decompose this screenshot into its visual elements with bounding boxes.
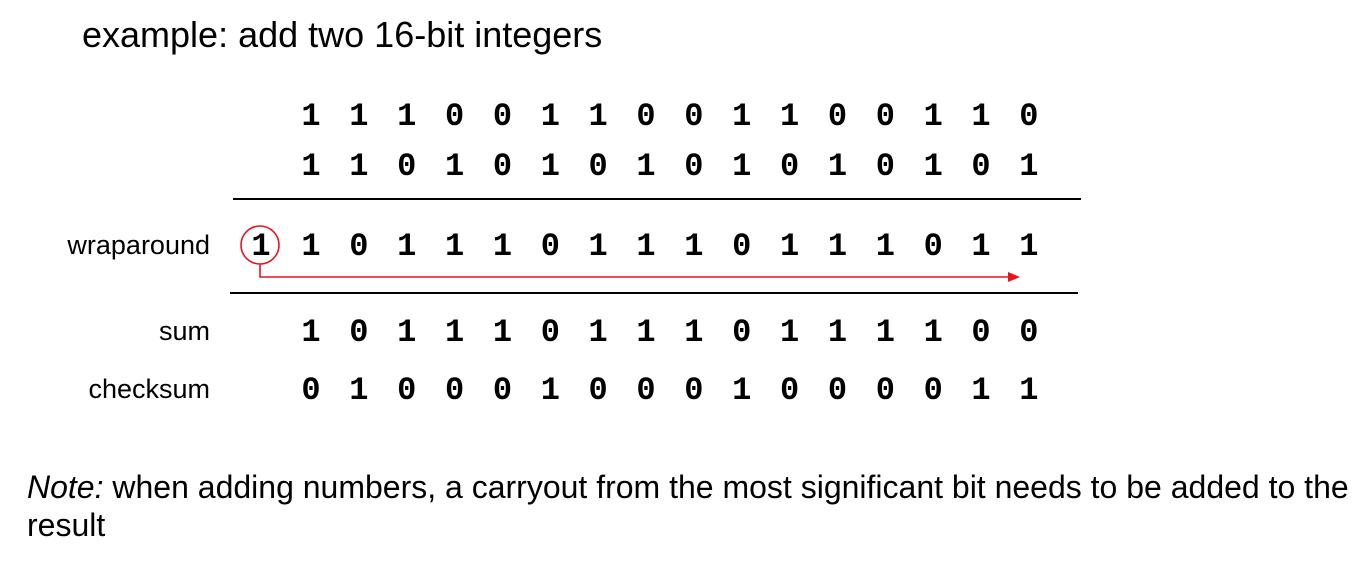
bit: 0: [349, 314, 369, 351]
checksum-label: checksum: [88, 374, 210, 404]
bit: 0: [684, 148, 704, 185]
bit: 0: [779, 148, 800, 185]
note-text: when adding numbers, a carryout from the…: [27, 469, 1349, 543]
bit: 1: [444, 228, 465, 265]
bit: 0: [1019, 314, 1039, 351]
bit: 1: [779, 314, 800, 351]
bit: 1: [827, 314, 848, 351]
bit: 0: [444, 98, 465, 135]
bit: 0: [684, 98, 704, 135]
bit: 0: [1019, 98, 1039, 135]
bit: 1: [732, 98, 752, 135]
bit: 0: [827, 372, 848, 409]
bit: 1: [636, 314, 656, 351]
bit: 0: [684, 372, 704, 409]
bit: 0: [923, 372, 943, 409]
bit: 1: [588, 314, 608, 351]
bit: 0: [636, 372, 656, 409]
slide-title: example: add two 16-bit integers: [82, 14, 603, 55]
bit: 0: [732, 314, 752, 351]
bit: 0: [492, 372, 513, 409]
bit: 1: [875, 228, 895, 265]
bit: 1: [923, 98, 943, 135]
bit: 1: [684, 314, 704, 351]
bit: 1: [397, 228, 417, 265]
wraparound-label: wraparound: [67, 230, 210, 260]
bit: 0: [588, 148, 608, 185]
bit: 1: [301, 98, 321, 135]
bit: 1: [779, 98, 800, 135]
bit: 1: [349, 372, 369, 409]
bit: 1: [397, 314, 417, 351]
bit: 0: [397, 372, 417, 409]
bit: 1: [444, 148, 465, 185]
bit: 1: [540, 148, 560, 185]
bit: 1: [1019, 148, 1039, 185]
wraparound-arrow: [259, 264, 1010, 278]
carry-circle: [240, 225, 280, 265]
bit: 1: [923, 148, 943, 185]
bit: 1: [492, 314, 513, 351]
bit: 1: [540, 372, 560, 409]
bit: 1: [732, 148, 752, 185]
bit: 0: [971, 314, 991, 351]
bit: 0: [492, 98, 513, 135]
bit: 0: [875, 148, 895, 185]
sum-rule-line: [230, 292, 1078, 294]
bit: 1: [301, 148, 321, 185]
bit: 0: [588, 372, 608, 409]
wraparound-carry-bit: 1: [251, 228, 271, 265]
bit: 0: [827, 98, 848, 135]
bit: 1: [540, 98, 560, 135]
bit: 1: [301, 314, 321, 351]
bit: 1: [923, 314, 943, 351]
wraparound-arrowhead: [1008, 272, 1020, 282]
bit: 1: [684, 228, 704, 265]
bit: 0: [779, 372, 800, 409]
bit: 0: [636, 98, 656, 135]
bit: 1: [732, 372, 752, 409]
bit: 0: [923, 228, 943, 265]
bit: 0: [875, 98, 895, 135]
bit: 1: [397, 98, 417, 135]
bit: 1: [1019, 228, 1039, 265]
bit: 1: [971, 228, 991, 265]
bit: 1: [875, 314, 895, 351]
sum-label: sum: [158, 316, 210, 346]
bit: 1: [971, 372, 991, 409]
bit: 1: [349, 98, 369, 135]
bit: 1: [588, 228, 608, 265]
bit: 1: [827, 148, 848, 185]
bit: 1: [636, 148, 656, 185]
bit: 1: [301, 228, 321, 265]
bit: 1: [1019, 372, 1039, 409]
bit: 0: [540, 314, 560, 351]
bit: 1: [779, 228, 800, 265]
bit: 0: [875, 372, 895, 409]
bit: 1: [827, 228, 848, 265]
note-prefix: Note:: [27, 469, 104, 505]
bit: 1: [444, 314, 465, 351]
bit: 0: [349, 228, 369, 265]
note-paragraph: Note: when adding numbers, a carryout fr…: [27, 468, 1357, 544]
bit: 0: [444, 372, 465, 409]
bit: 1: [588, 98, 608, 135]
bit: 1: [492, 228, 513, 265]
bit: 0: [397, 148, 417, 185]
bit: 0: [301, 372, 321, 409]
bit: 0: [732, 228, 752, 265]
addition-rule-line: [233, 198, 1081, 200]
bit: 1: [971, 98, 991, 135]
bit: 1: [636, 228, 656, 265]
bit: 0: [492, 148, 513, 185]
bit: 0: [971, 148, 991, 185]
bit: 0: [540, 228, 560, 265]
bit: 1: [349, 148, 369, 185]
